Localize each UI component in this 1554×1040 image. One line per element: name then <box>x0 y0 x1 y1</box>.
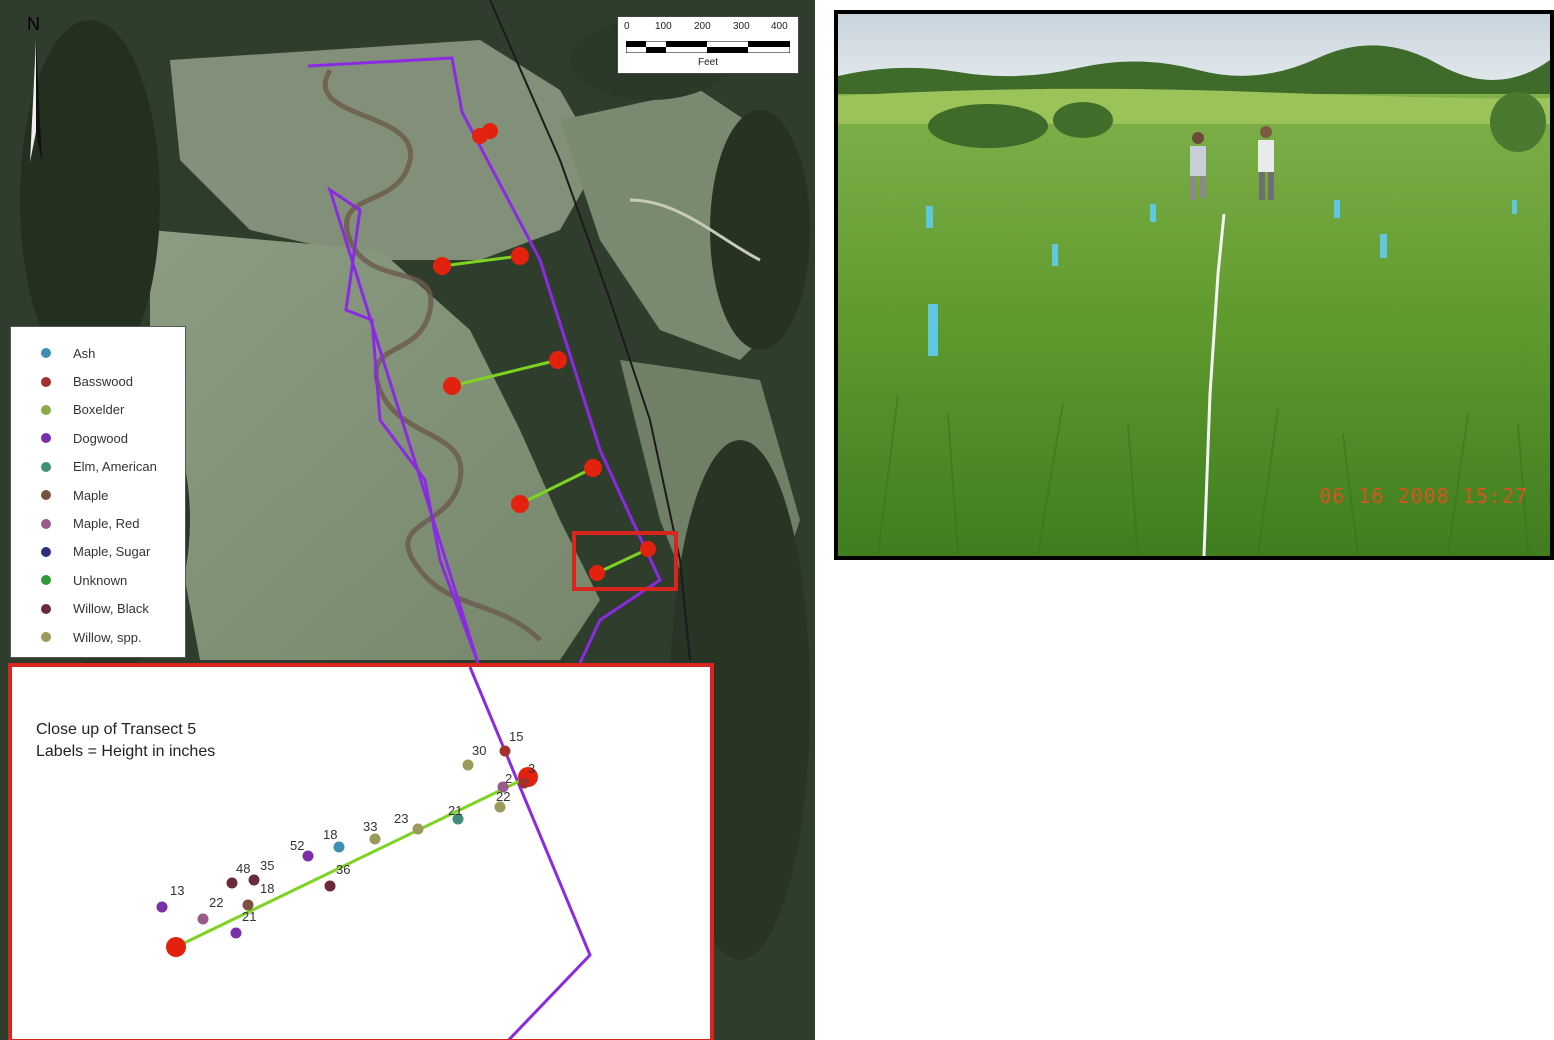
legend-item: Willow, spp. <box>11 623 185 651</box>
tree-height-label: 13 <box>170 883 184 898</box>
legend-label: Maple <box>73 487 109 503</box>
tree-height-label: 23 <box>394 811 408 826</box>
inset-title-line1: Close up of Transect 5 <box>36 721 197 738</box>
tree-point <box>518 777 530 789</box>
tree-height-label: 30 <box>472 743 486 758</box>
tree-point <box>412 823 424 835</box>
legend-item: Elm, American <box>11 453 185 481</box>
scale-bar-graphic <box>626 41 790 53</box>
scale-unit: Feet <box>697 57 718 68</box>
tree-point <box>462 759 474 771</box>
photo-date-stamp: 06 16 2008 15:27 <box>1319 484 1528 508</box>
legend-label: Elm, American <box>73 459 157 475</box>
legend-item: Maple <box>11 481 185 509</box>
tree-point <box>230 927 242 939</box>
tree-height-label: 22 <box>209 895 223 910</box>
inset-boundary-line <box>468 667 592 1039</box>
tree-height-label: 22 <box>496 789 510 804</box>
transects <box>433 123 656 581</box>
legend-item: Dogwood <box>11 424 185 452</box>
legend-item: Boxelder <box>11 396 185 424</box>
tree-point <box>248 874 260 886</box>
legend-swatch <box>41 433 51 444</box>
legend-swatch <box>41 404 51 415</box>
legend-label: Unknown <box>73 572 128 588</box>
tree-height-label: 35 <box>260 858 274 873</box>
legend-swatch <box>41 518 51 529</box>
tree-point <box>333 841 345 853</box>
legend-label: Maple, Red <box>73 516 140 532</box>
tree-height-label: 18 <box>323 827 337 842</box>
legend-label: Basswood <box>73 374 133 390</box>
legend-item: Basswood <box>11 367 185 395</box>
legend-label: Willow, spp. <box>73 629 142 645</box>
north-arrow-icon <box>30 40 42 162</box>
tree-point <box>226 877 238 889</box>
scale-tick-200: 200 <box>694 21 711 32</box>
inset-transect-line <box>175 775 529 949</box>
tree-height-label: 15 <box>509 729 523 744</box>
tree-height-label: 18 <box>260 881 274 896</box>
scale-tick-400: 400 <box>771 21 788 32</box>
north-label: N <box>27 14 40 34</box>
transect-5-highlight-box <box>572 531 678 591</box>
legend-label: Boxelder <box>73 402 125 418</box>
tree-point <box>197 913 209 925</box>
inset-title: Close up of Transect 5 Labels = Height i… <box>36 719 215 763</box>
tree-height-label: 33 <box>363 819 377 834</box>
scale-tick-0: 0 <box>624 21 630 32</box>
legend-label: Maple, Sugar <box>73 544 151 560</box>
legend-swatch <box>41 632 51 643</box>
legend-label: Dogwood <box>73 430 128 446</box>
inset-transect-start-point <box>166 937 186 957</box>
field-photo-image <box>838 14 1550 556</box>
scale-tick-300: 300 <box>733 21 750 32</box>
tree-height-label: 2 <box>505 771 512 786</box>
tree-point <box>494 801 506 813</box>
tree-height-label: 52 <box>290 838 304 853</box>
tree-height-label: 21 <box>242 909 256 924</box>
legend-swatch <box>41 603 51 614</box>
legend-swatch <box>41 490 51 501</box>
inset-title-line2: Labels = Height in inches <box>36 743 216 760</box>
legend-swatch <box>41 461 51 472</box>
tree-height-label: 48 <box>236 861 250 876</box>
legend-item: Maple, Red <box>11 509 185 537</box>
tree-point <box>499 745 511 757</box>
scale-bar: 0 100 200 300 400 Feet <box>617 16 799 74</box>
tree-point <box>369 833 381 845</box>
tree-height-label: 3 <box>528 761 535 776</box>
legend-item: Willow, Black <box>11 595 185 623</box>
legend-item: Ash <box>11 339 185 367</box>
tree-point <box>324 880 336 892</box>
tree-height-label: 36 <box>336 862 350 877</box>
legend-label: Willow, Black <box>73 601 149 617</box>
legend-swatch <box>41 546 51 557</box>
field-site-photo: 06 16 2008 15:27 <box>834 10 1554 560</box>
people-in-field <box>1190 126 1274 200</box>
tree-point <box>497 781 509 793</box>
legend-swatch <box>41 575 51 586</box>
tree-point <box>452 813 464 825</box>
tree-point <box>156 901 168 913</box>
scale-tick-100: 100 <box>655 21 672 32</box>
legend-item: Maple, Sugar <box>11 538 185 566</box>
tree-height-label: 21 <box>448 803 462 818</box>
legend-swatch <box>41 348 51 359</box>
project-boundary <box>307 56 662 664</box>
tree-point <box>302 850 314 862</box>
legend-swatch <box>41 376 51 387</box>
tree-point <box>242 899 254 911</box>
legend-item: Unknown <box>11 566 185 594</box>
legend-label: Ash <box>73 345 96 361</box>
